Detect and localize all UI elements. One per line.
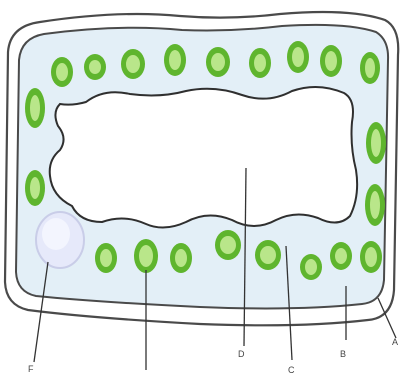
chloroplast	[300, 254, 322, 280]
label-C: C	[288, 365, 295, 373]
chloroplast	[330, 242, 352, 270]
chloroplast	[249, 48, 271, 78]
chloroplast	[25, 88, 45, 128]
label-A: A	[392, 337, 398, 347]
chloroplast	[365, 184, 385, 226]
chloroplast	[84, 54, 106, 80]
chloroplast	[206, 47, 230, 77]
nucleus-highlight	[42, 218, 70, 250]
chloroplast	[366, 122, 386, 164]
chloroplast	[95, 243, 117, 273]
chloroplast	[51, 57, 73, 87]
chloroplast	[134, 239, 158, 273]
chloroplast	[287, 41, 309, 73]
central-vacuole	[50, 87, 357, 228]
chloroplast	[360, 52, 380, 84]
chloroplast	[215, 230, 241, 260]
chloroplast	[25, 170, 45, 206]
label-B: B	[340, 349, 346, 359]
label-F: F	[28, 364, 34, 373]
chloroplast	[164, 44, 186, 76]
chloroplast	[320, 45, 342, 77]
chloroplast	[360, 241, 382, 273]
chloroplast	[170, 243, 192, 273]
chloroplast	[255, 240, 281, 270]
chloroplast	[121, 49, 145, 79]
label-D: D	[238, 349, 245, 359]
